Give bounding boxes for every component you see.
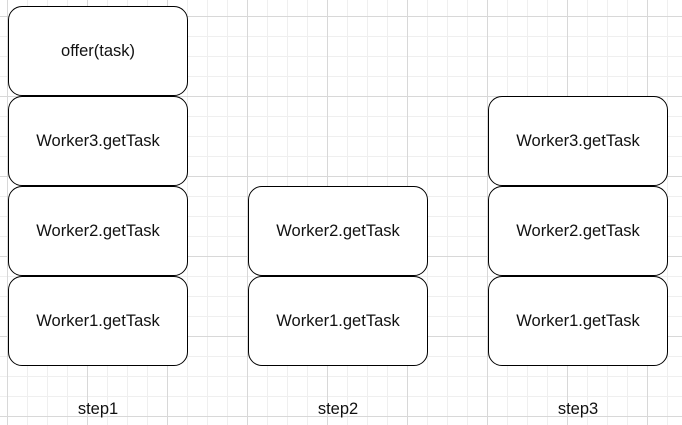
step3-label: step3 <box>557 400 599 418</box>
step2-worker2-gettask-box[interactable]: Worker2.getTask <box>248 186 428 276</box>
step3-worker2-gettask-box[interactable]: Worker2.getTask <box>488 186 668 276</box>
step1-label: step1 <box>77 400 119 418</box>
step3-worker3-gettask-box[interactable]: Worker3.getTask <box>488 96 668 186</box>
step1-offer-task-box[interactable]: offer(task) <box>8 6 188 96</box>
step1-worker1-gettask-box[interactable]: Worker1.getTask <box>8 276 188 366</box>
step2-worker1-gettask-box[interactable]: Worker1.getTask <box>248 276 428 366</box>
step2-label: step2 <box>317 400 359 418</box>
step3-worker1-gettask-box[interactable]: Worker1.getTask <box>488 276 668 366</box>
step1-worker2-gettask-box[interactable]: Worker2.getTask <box>8 186 188 276</box>
step1-worker3-gettask-box[interactable]: Worker3.getTask <box>8 96 188 186</box>
